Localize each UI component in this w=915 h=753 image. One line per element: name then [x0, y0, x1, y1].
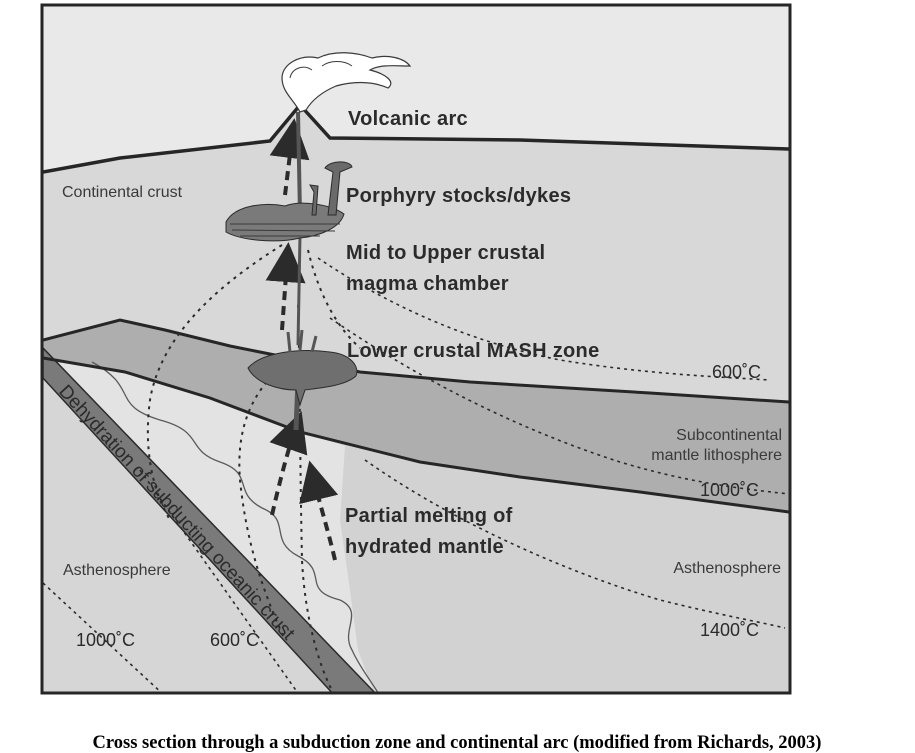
volcanic-arc-label: Volcanic arc: [348, 108, 468, 130]
deep-conduit: [298, 235, 300, 345]
asthenosphere-left-label: Asthenosphere: [63, 562, 171, 579]
figure-caption: Cross section through a subduction zone …: [93, 733, 822, 753]
isotherm-1000-left-label: 1000˚C: [76, 630, 135, 650]
isotherm-600-left-label: 600˚C: [210, 630, 259, 650]
isotherm-600-right-label: 600˚C: [712, 362, 761, 382]
porphyry-label: Porphyry stocks/dykes: [346, 185, 571, 207]
isotherm-1400-right-label: 1400˚C: [700, 620, 759, 640]
partial-melting-label-line2: hydrated mantle: [345, 536, 504, 558]
asthenosphere-right-label: Asthenosphere: [673, 560, 781, 577]
subcontinental-label-line2: mantle lithosphere: [651, 447, 782, 464]
isotherm-1000-right-label: 1000˚C: [700, 480, 759, 500]
subcontinental-label-line1: Subcontinental: [676, 427, 782, 444]
continental-crust-label: Continental crust: [62, 184, 183, 201]
magma-chamber-label-line2: magma chamber: [346, 273, 509, 295]
partial-melting-label-line1: Partial melting of: [345, 505, 513, 527]
volcanic-conduit: [298, 112, 300, 215]
mash-zone-label: Lower crustal MASH zone: [347, 340, 600, 362]
magma-chamber-label-line1: Mid to Upper crustal: [346, 242, 545, 264]
